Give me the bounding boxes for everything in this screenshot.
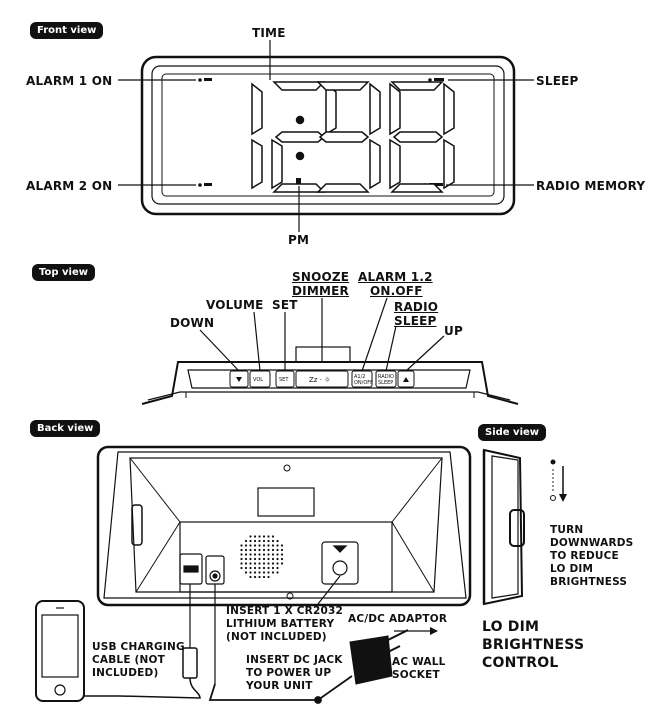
label-dimmer: DIMMER [292, 284, 349, 298]
turn-line-3: TO REDUCE [550, 550, 619, 562]
speaker-grill [240, 535, 284, 579]
dc-line-1: INSERT DC JACK [246, 654, 343, 666]
lodim-line-3: CONTROL [482, 655, 559, 671]
label-radio: RADIO [394, 300, 439, 314]
top-leader-lines [199, 297, 445, 372]
side-view-tag: Side view [478, 424, 547, 441]
label-turn-downwards: TURN DOWNWARDS TO REDUCE LO DIM BRIGHTNE… [550, 524, 633, 589]
svg-text:A1/2: A1/2 [354, 374, 365, 380]
seven-segment-display [251, 81, 455, 193]
label-usb-cable: USB CHARGING CABLE (NOT INCLUDED) [92, 641, 185, 680]
front-leader-lines [118, 40, 534, 232]
svg-text:VOL: VOL [253, 377, 263, 383]
phone-illustration [35, 600, 120, 702]
dimmer-arrow [550, 459, 567, 502]
ac-line-1: AC WALL [392, 656, 446, 668]
usb-line-1: USB CHARGING [92, 641, 185, 653]
turn-line-5: BRIGHTNESS [550, 576, 628, 588]
svg-text:RADIO: RADIO [378, 374, 394, 380]
turn-line-4: LO DIM [550, 563, 594, 575]
lodim-line-1: LO DIM [482, 619, 540, 635]
dc-line-2: TO POWER UP [246, 667, 332, 679]
back-view-tag: Back view [30, 420, 101, 437]
label-alarm2-on: ALARM 2 ON [26, 179, 113, 193]
svg-text:ON/OFF: ON/OFF [354, 380, 373, 386]
label-volume: VOLUME [206, 298, 264, 312]
ac-line-2: SOCKET [392, 669, 440, 681]
usb-line-3: INCLUDED) [92, 667, 159, 679]
label-down: DOWN [170, 316, 215, 330]
back-clock-body [96, 445, 472, 607]
label-top-sleep: SLEEP [394, 314, 437, 328]
label-snooze: SNOOZE [292, 270, 350, 284]
label-up: UP [444, 324, 463, 338]
label-pm: PM [288, 233, 310, 247]
turn-line-1: TURN [550, 524, 584, 536]
battery-line-2: LITHIUM BATTERY [226, 618, 335, 630]
label-ac-wall: AC WALL SOCKET [392, 656, 446, 682]
label-time: TIME [252, 26, 286, 40]
svg-text:SLEEP: SLEEP [378, 380, 393, 386]
lodim-line-2: BRIGHTNESS [482, 637, 585, 653]
svg-text:SET: SET [279, 377, 289, 383]
usb-line-2: CABLE (NOT [92, 654, 166, 666]
back-leader-lines [189, 575, 341, 684]
label-alarm1-on: ALARM 1 ON [26, 74, 113, 88]
usb-cable [119, 647, 201, 699]
front-clock-body [140, 55, 516, 216]
adaptor-illustration [349, 627, 438, 685]
label-onoff: ON.OFF [370, 284, 423, 298]
front-view-tag: Front view [30, 22, 104, 39]
label-sleep: SLEEP [536, 74, 579, 88]
label-set: SET [272, 298, 298, 312]
dc-line-3: YOUR UNIT [246, 680, 313, 692]
label-adaptor: AC/DC ADAPTOR [348, 613, 448, 625]
label-alarm12: ALARM 1.2 [358, 270, 433, 284]
battery-line-1: INSERT 1 X CR2032 [226, 605, 343, 617]
top-button-glyphs: VOL SET Zz · ☼ A1/2 ON/OFF RADIO SLEEP [236, 374, 409, 386]
battery-line-3: (NOT INCLUDED) [226, 631, 327, 643]
dc-cable [208, 675, 353, 704]
top-view-tag: Top view [32, 264, 95, 281]
label-radio-memory: RADIO MEMORY [536, 179, 646, 193]
side-view-body [482, 448, 525, 606]
turn-line-2: DOWNWARDS [550, 537, 634, 549]
label-insert-battery: INSERT 1 X CR2032 LITHIUM BATTERY (NOT I… [226, 605, 343, 644]
label-insert-dc: INSERT DC JACK TO POWER UP YOUR UNIT [246, 654, 343, 693]
top-clock-body [141, 346, 519, 405]
svg-text:Zz · ☼: Zz · ☼ [309, 376, 330, 384]
label-lo-dim-control: LO DIM BRIGHTNESS CONTROL [482, 618, 584, 672]
